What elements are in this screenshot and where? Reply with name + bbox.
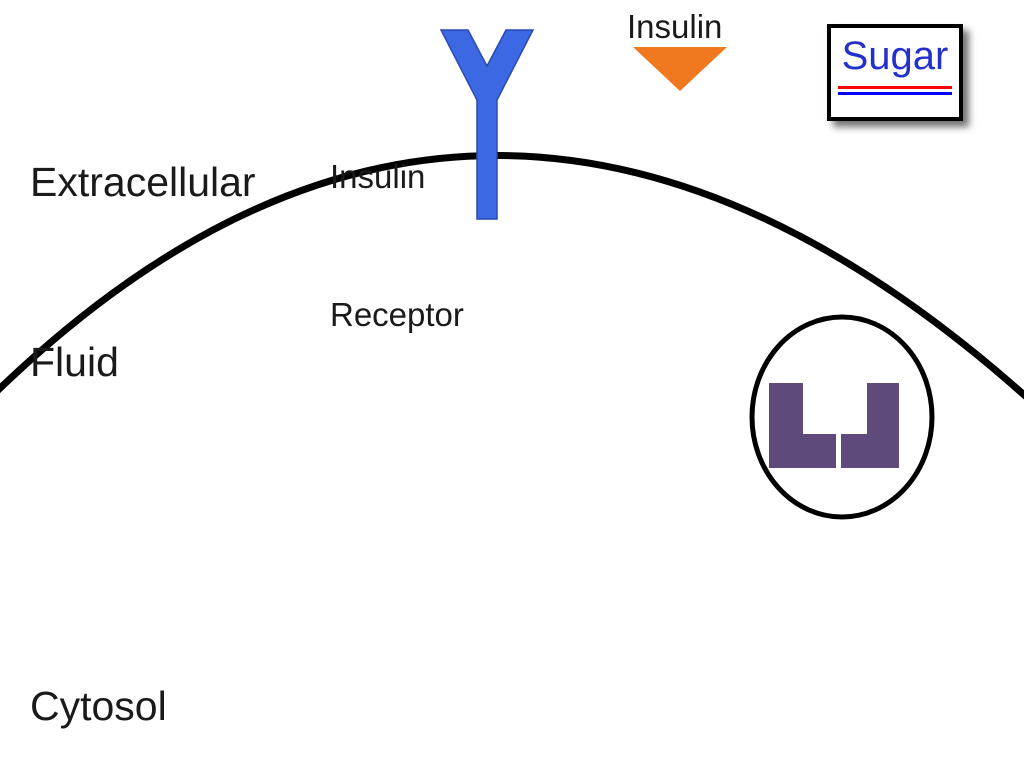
glucose-transporter-left-icon: [769, 383, 836, 468]
extracellular-fluid-line2: Fluid: [30, 339, 119, 385]
sugar-box: Sugar: [827, 24, 963, 121]
cell-membrane-curve: [0, 152, 1024, 400]
insulin-receptor-icon: [439, 29, 535, 220]
insulin-label: Insulin: [627, 8, 723, 45]
glucose-transporter-right-icon: [841, 383, 899, 468]
sugar-underline-red: [838, 86, 952, 89]
sugar-underline-blue: [838, 92, 952, 95]
insulin-receptor-label-line1: Insulin: [330, 158, 426, 195]
cytosol-label: Cytosol: [30, 683, 167, 729]
insulin-receptor-label-line2: Receptor: [330, 296, 464, 333]
extracellular-fluid-line1: Extracellular: [30, 159, 256, 205]
extracellular-fluid-label: Extracellular Fluid: [30, 32, 256, 512]
insulin-receptor-label: Insulin Receptor: [330, 62, 464, 430]
sugar-label: Sugar: [841, 34, 949, 78]
insulin-triangle-icon: [633, 47, 727, 91]
